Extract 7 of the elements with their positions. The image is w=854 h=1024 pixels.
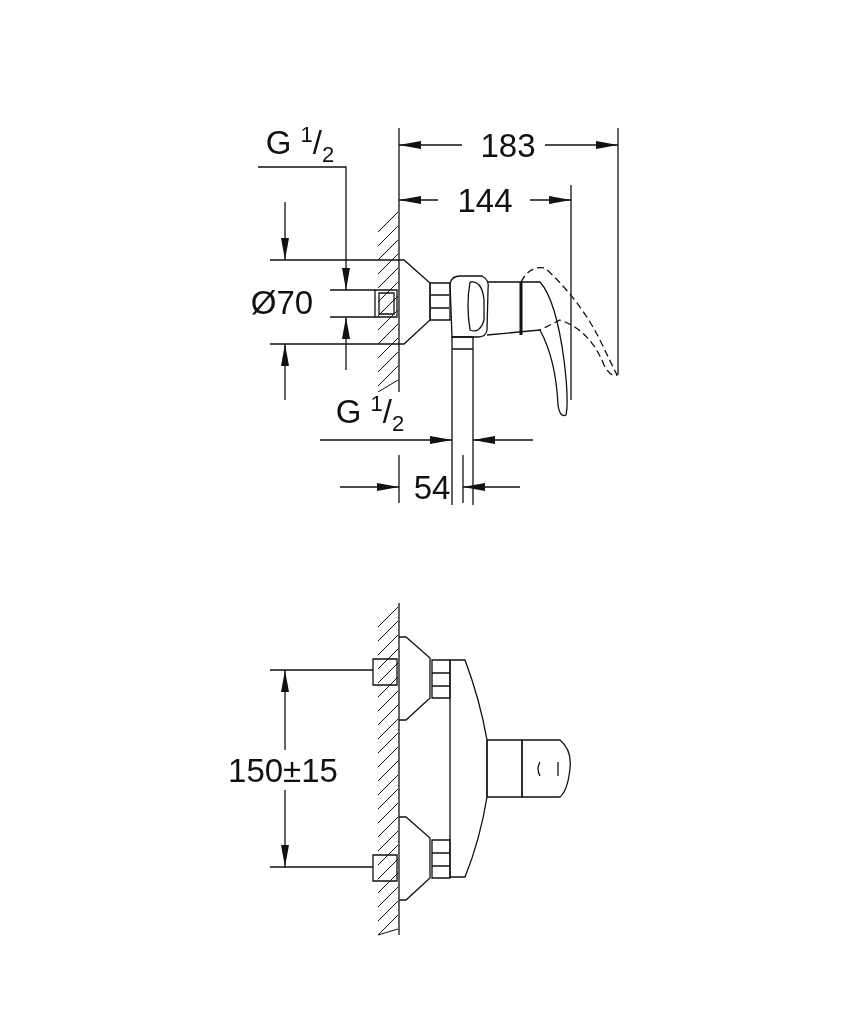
dimension-label: 54	[413, 470, 451, 504]
dimension-label: 144	[457, 183, 513, 217]
dimension-label: Ø70	[250, 285, 314, 319]
dimension-label: 183	[480, 128, 536, 162]
dimension-label: G $^{1}$/$_{2}$	[335, 393, 405, 435]
dimension-label: G $^{1}$/$_{2}$	[265, 124, 335, 166]
dimension-label: 150±15	[228, 753, 338, 787]
